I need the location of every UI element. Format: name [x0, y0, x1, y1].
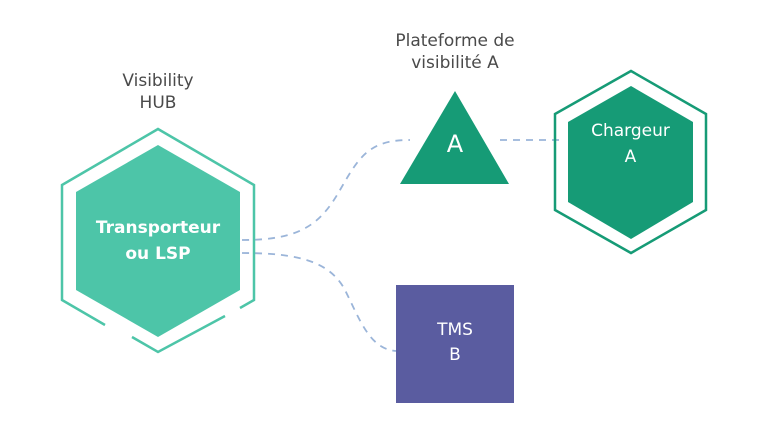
tms-label: TMS B	[396, 318, 514, 368]
platform-caption: Plateforme de visibilité A	[360, 30, 550, 74]
hub-caption-line1: Visibility	[122, 71, 194, 91]
platform-label: A	[446, 130, 464, 158]
hub-hexagon[interactable]	[76, 145, 240, 337]
hub-hexagon-outline	[60, 127, 256, 354]
connector-hub-to-platform	[241, 139, 411, 241]
hub-caption-line2: HUB	[139, 93, 177, 113]
shipper-label-line2: A	[624, 147, 637, 167]
hub-caption: Visibility HUB	[88, 70, 228, 114]
tms-label-line1: TMS	[437, 320, 473, 340]
platform-caption-line1: Plateforme de	[395, 31, 515, 51]
shipper-label-line1: Chargeur	[591, 121, 670, 141]
shipper-hexagon[interactable]	[568, 86, 693, 239]
connector-hub-to-tms	[241, 252, 398, 352]
tms-label-line2: B	[449, 345, 461, 365]
platform-triangle[interactable]	[400, 91, 509, 184]
tms-square[interactable]	[396, 285, 514, 403]
hub-label-line1: Transporteur	[95, 218, 221, 238]
hub-label: Transporteur ou LSP	[76, 215, 240, 267]
platform-caption-line2: visibilité A	[411, 53, 499, 73]
shipper-label: Chargeur A	[568, 118, 693, 170]
shipper-hexagon-outline	[553, 69, 708, 255]
hub-label-line2: ou LSP	[125, 244, 191, 264]
